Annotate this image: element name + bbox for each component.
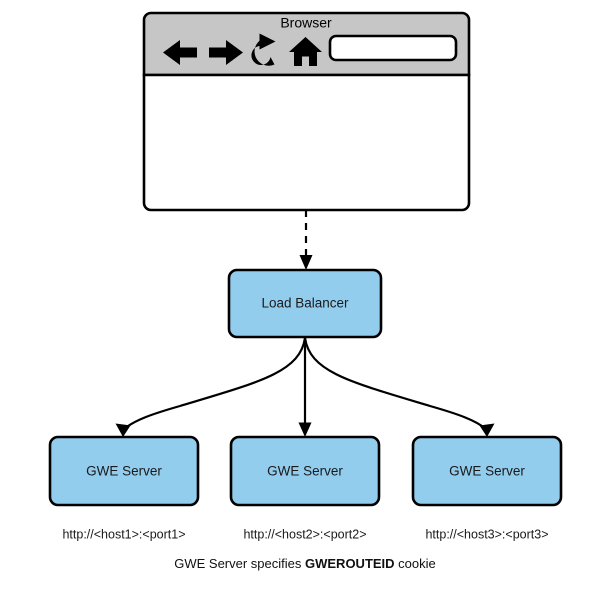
caption-suffix: cookie bbox=[395, 556, 436, 571]
arrowhead-icon bbox=[115, 423, 131, 437]
arrowhead-icon bbox=[298, 422, 312, 437]
address-bar[interactable] bbox=[328, 34, 458, 62]
load-balancer-label: Load Balancer bbox=[261, 296, 349, 311]
reload-icon[interactable] bbox=[251, 33, 276, 66]
gwe-server-url-1: http://<host1>:<port1> bbox=[62, 527, 185, 541]
edge-lb-to-server-1 bbox=[115, 337, 307, 437]
load-balancer-box[interactable] bbox=[227, 268, 383, 339]
gwe-server-label: GWE Server bbox=[449, 464, 525, 479]
forward-arrow-icon[interactable] bbox=[209, 40, 243, 65]
back-arrow-icon[interactable] bbox=[163, 40, 197, 65]
browser-title: Browser bbox=[280, 15, 332, 31]
node-gwe-server-2[interactable]: GWE Server bbox=[229, 435, 381, 507]
browser-content-area bbox=[142, 73, 471, 212]
caption-emphasis: GWEROUTEID bbox=[305, 556, 395, 571]
node-gwe-server-3[interactable]: GWE Server bbox=[411, 435, 563, 507]
edge-lb-to-server-2 bbox=[298, 338, 312, 437]
gwe-server-box[interactable] bbox=[411, 435, 563, 507]
edge-browser-to-load-balancer bbox=[299, 210, 313, 270]
edge-curve-left bbox=[123, 337, 307, 430]
browser-window[interactable]: Browser bbox=[142, 11, 471, 212]
gwe-server-label: GWE Server bbox=[86, 464, 162, 479]
gwe-server-box[interactable] bbox=[229, 435, 381, 507]
node-gwe-server-1[interactable]: GWE Server bbox=[48, 435, 200, 507]
node-load-balancer[interactable]: Load Balancer bbox=[227, 268, 383, 339]
edge-curve-right bbox=[303, 337, 487, 430]
arrowhead-icon bbox=[299, 255, 313, 270]
gwe-server-label: GWE Server bbox=[267, 464, 343, 479]
diagram-caption: GWE Server specifies GWEROUTEID cookie bbox=[174, 556, 436, 571]
home-icon[interactable] bbox=[289, 37, 322, 66]
arrowhead-icon bbox=[479, 423, 495, 437]
edge-lb-to-server-3 bbox=[303, 337, 495, 437]
caption-prefix: GWE Server specifies bbox=[174, 556, 305, 571]
gwe-server-box[interactable] bbox=[48, 435, 200, 507]
gwe-server-url-3: http://<host3>:<port3> bbox=[425, 527, 548, 541]
gwe-server-url-2: http://<host2>:<port2> bbox=[243, 527, 366, 541]
